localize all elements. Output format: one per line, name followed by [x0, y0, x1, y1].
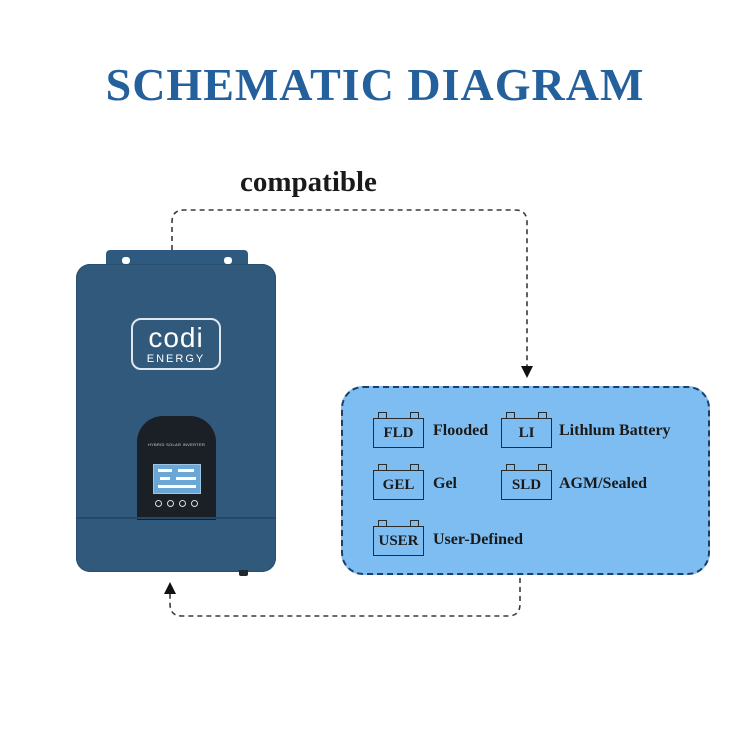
panel-button-1 [155, 500, 162, 507]
brand-logo: codi ENERGY [131, 318, 221, 370]
battery-label-flooded: Flooded [433, 422, 489, 439]
panel-button-2 [167, 500, 174, 507]
battery-label-lithium: Lithlum Battery [559, 422, 671, 439]
battery-label-user-defined: User-Defined [433, 531, 524, 548]
battery-icon-li: LI [501, 412, 552, 448]
bottom-dashed-connector [169, 578, 521, 617]
arrow-up-icon [164, 582, 176, 594]
compatible-label: compatible [240, 166, 377, 198]
battery-label-agm: AGM/Sealed [559, 475, 647, 492]
battery-label-gel: Gel [433, 475, 457, 492]
panel-label: HYBRID SOLAR INVERTER [147, 442, 206, 447]
battery-types-panel: FLD Flooded LI Lithlum Battery GEL Gel S… [341, 386, 710, 575]
panel-button-4 [191, 500, 198, 507]
lcd-screen [153, 464, 201, 494]
control-panel: HYBRID SOLAR INVERTER [137, 416, 216, 520]
battery-icon-user: USER [373, 520, 424, 556]
page-title: SCHEMATIC DIAGRAM [105, 59, 645, 110]
inverter-foot [239, 570, 248, 576]
battery-icon-sld: SLD [501, 464, 552, 500]
panel-button-3 [179, 500, 186, 507]
brand-word: codi [148, 322, 204, 353]
brand-sub: ENERGY [146, 353, 206, 365]
arrow-down-icon [521, 366, 533, 378]
inverter-device: codi ENERGY HYBRID SOLAR INVERTER [76, 264, 276, 576]
battery-icon-fld: FLD [373, 412, 424, 448]
battery-icon-gel: GEL [373, 464, 424, 500]
inverter-base-line [76, 517, 276, 519]
